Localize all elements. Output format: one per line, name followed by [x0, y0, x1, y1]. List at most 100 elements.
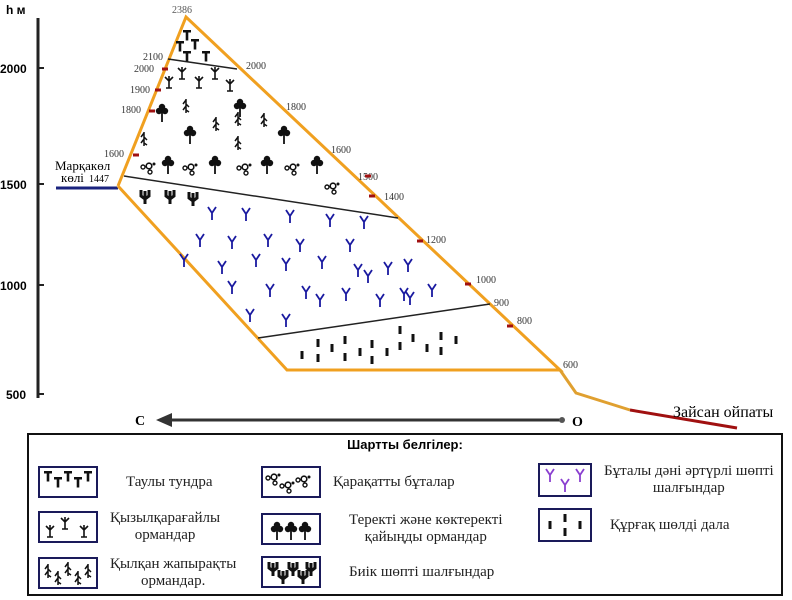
- foothill-line: [558, 369, 631, 412]
- conifer-symbol: [234, 136, 242, 150]
- tundra-symbol: [202, 51, 210, 62]
- conifer-symbol: [212, 117, 220, 131]
- forest-boundary: [123, 175, 399, 219]
- meadow-symbol: [353, 263, 363, 277]
- right-elevation-marks: 2000 1800 1600 1500 1400 1200 1000 900 8…: [246, 61, 578, 371]
- legend-item-tundra: Таулы тундра: [38, 466, 213, 498]
- svg-text:2000: 2000: [246, 61, 266, 72]
- larch-symbol: [164, 76, 174, 89]
- steppe-symbol: [411, 334, 415, 342]
- meadow-symbol: [245, 308, 255, 322]
- arrow-head: [156, 413, 172, 427]
- meadow-symbol: [265, 283, 275, 297]
- elevation-tick: [465, 282, 471, 286]
- steppe-symbol: [343, 353, 347, 361]
- meadow-symbol: [405, 291, 415, 305]
- steppe-symbol: [358, 348, 362, 356]
- aspen-symbol: [183, 125, 197, 144]
- larch-symbol: [210, 67, 220, 80]
- berry-bush-symbol: [182, 163, 198, 176]
- meadow-symbol: [227, 235, 237, 249]
- legend-symbol: [44, 471, 92, 488]
- y-ticks: 2000 1500 1000 500: [0, 62, 44, 402]
- tick-1500: 1500: [0, 178, 27, 192]
- steppe-symbol: [370, 340, 374, 348]
- svg-text:600: 600: [563, 360, 578, 371]
- tick-1000: 1000: [0, 279, 27, 293]
- legend-symbol: [270, 521, 312, 540]
- svg-text:1400: 1400: [384, 192, 404, 203]
- elevation-tick: [162, 67, 168, 71]
- y-axis-unit: h м: [6, 3, 26, 17]
- meadow-symbol: [341, 287, 351, 301]
- meadow-symbol: [427, 283, 437, 297]
- aspen-symbol: [208, 155, 222, 174]
- legend-symbol: [548, 514, 582, 536]
- meadow-symbol: [375, 293, 385, 307]
- steppe-symbol: [370, 356, 374, 364]
- berry-bush-symbol: [140, 162, 156, 175]
- direction-north: С: [135, 414, 145, 429]
- meadow-symbol: [301, 285, 311, 299]
- tall-grass-symbol: [164, 190, 176, 204]
- elevation-tick: [369, 194, 375, 198]
- svg-text:900: 900: [494, 298, 509, 309]
- steppe-symbol: [398, 326, 402, 334]
- svg-text:1000: 1000: [476, 275, 496, 286]
- lake-elevation: 1447: [89, 174, 109, 185]
- tall-grass-symbol: [139, 190, 151, 204]
- lake-name: Марқакөл: [55, 158, 111, 173]
- conifer-symbol: [260, 113, 268, 127]
- lowland-label: Зайсан ойпаты: [673, 404, 773, 421]
- steppe-symbol: [439, 332, 443, 340]
- tundra-symbol: [191, 39, 199, 50]
- dry-steppe-icon: [538, 508, 592, 542]
- meadow-symbol: [403, 258, 413, 272]
- legend-symbol: [44, 562, 92, 585]
- meadow-symbol: [179, 253, 189, 267]
- meadow-symbol: [399, 287, 409, 301]
- steppe-symbol: [330, 344, 334, 352]
- steppe-symbol: [316, 354, 320, 362]
- svg-text:1800: 1800: [286, 102, 306, 113]
- aspen-symbol: [277, 125, 291, 144]
- legend-item-berry: Қарақатты бұталар: [261, 466, 455, 498]
- meadow-symbol: [317, 255, 327, 269]
- elevation-tick: [507, 324, 513, 328]
- aspen-symbol: [310, 155, 324, 174]
- svg-text:800: 800: [517, 316, 532, 327]
- conifer-symbol: [140, 132, 148, 146]
- meadow-symbol: [315, 293, 325, 307]
- meadow-symbol: [295, 238, 305, 252]
- elevation-tick: [417, 239, 423, 243]
- meadow-symbol: [345, 238, 355, 252]
- tundra-icon: [38, 466, 98, 498]
- larch-icon: [38, 511, 98, 543]
- meadow-symbol: [383, 261, 393, 275]
- elevation-tick: [133, 153, 139, 157]
- meadow-symbol: [241, 207, 251, 221]
- steppe-symbol: [454, 336, 458, 344]
- larch-symbol: [177, 67, 187, 80]
- vegetation-symbols: [139, 30, 458, 364]
- tall-grass-symbol: [187, 192, 199, 206]
- meadow-symbol: [227, 280, 237, 294]
- legend-symbol: [545, 468, 585, 492]
- svg-text:2000: 2000: [134, 64, 154, 75]
- legend-item-tallgrass: Биік шөпті шалғындар: [261, 556, 494, 588]
- legend-title: Шартты белгілер:: [347, 437, 463, 452]
- tick-500: 500: [6, 388, 26, 402]
- legend-symbol: [45, 517, 89, 538]
- elevation-tick: [149, 109, 155, 113]
- svg-text:1600: 1600: [104, 149, 124, 160]
- svg-text:1900: 1900: [130, 85, 150, 96]
- svg-text:2100: 2100: [143, 52, 163, 63]
- elevation-tick: [155, 88, 161, 92]
- steppe-symbol: [439, 347, 443, 355]
- svg-text:1600: 1600: [331, 145, 351, 156]
- meadow-symbol: [195, 233, 205, 247]
